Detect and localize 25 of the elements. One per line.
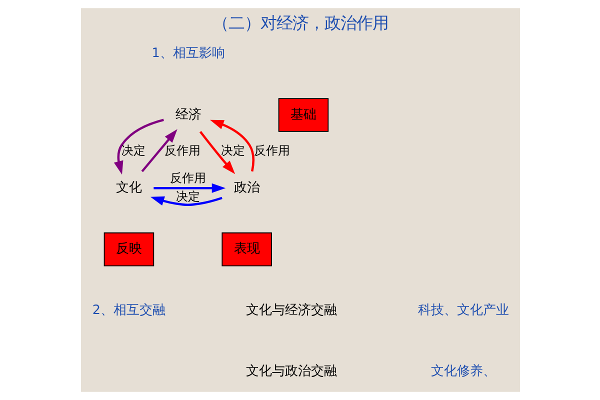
- node-text: 政治: [233, 180, 260, 196]
- label: 科技、文化产业: [417, 302, 508, 318]
- label: 文化与政治交融: [246, 364, 337, 380]
- edge-label: 决定: [121, 144, 146, 158]
- edge-label: 决定: [220, 144, 245, 158]
- node-box: 反映: [103, 232, 154, 266]
- edge-label: 反作用: [164, 144, 200, 158]
- node-box: 基础: [278, 98, 328, 132]
- node-text: 经济: [174, 107, 201, 122]
- arrow: [198, 130, 235, 174]
- arrow: [150, 196, 222, 206]
- arrow: [140, 129, 177, 172]
- arrow: [153, 183, 226, 193]
- node-text: 文化: [115, 180, 142, 196]
- edge-label: 决定: [175, 189, 200, 204]
- label: 2、相互交融: [92, 302, 166, 318]
- arrow: [209, 120, 254, 172]
- edge-label: 反作用: [169, 171, 206, 186]
- node-box: 表现: [221, 232, 272, 266]
- arrow: [113, 118, 164, 175]
- diagram-title: （二）对经济，政治作用: [212, 14, 388, 33]
- edge-label: 反作用: [253, 144, 290, 158]
- label: 1、相互影响: [151, 46, 224, 62]
- label: 文化与经济交融: [246, 302, 337, 318]
- label: 文化修养、: [430, 364, 496, 380]
